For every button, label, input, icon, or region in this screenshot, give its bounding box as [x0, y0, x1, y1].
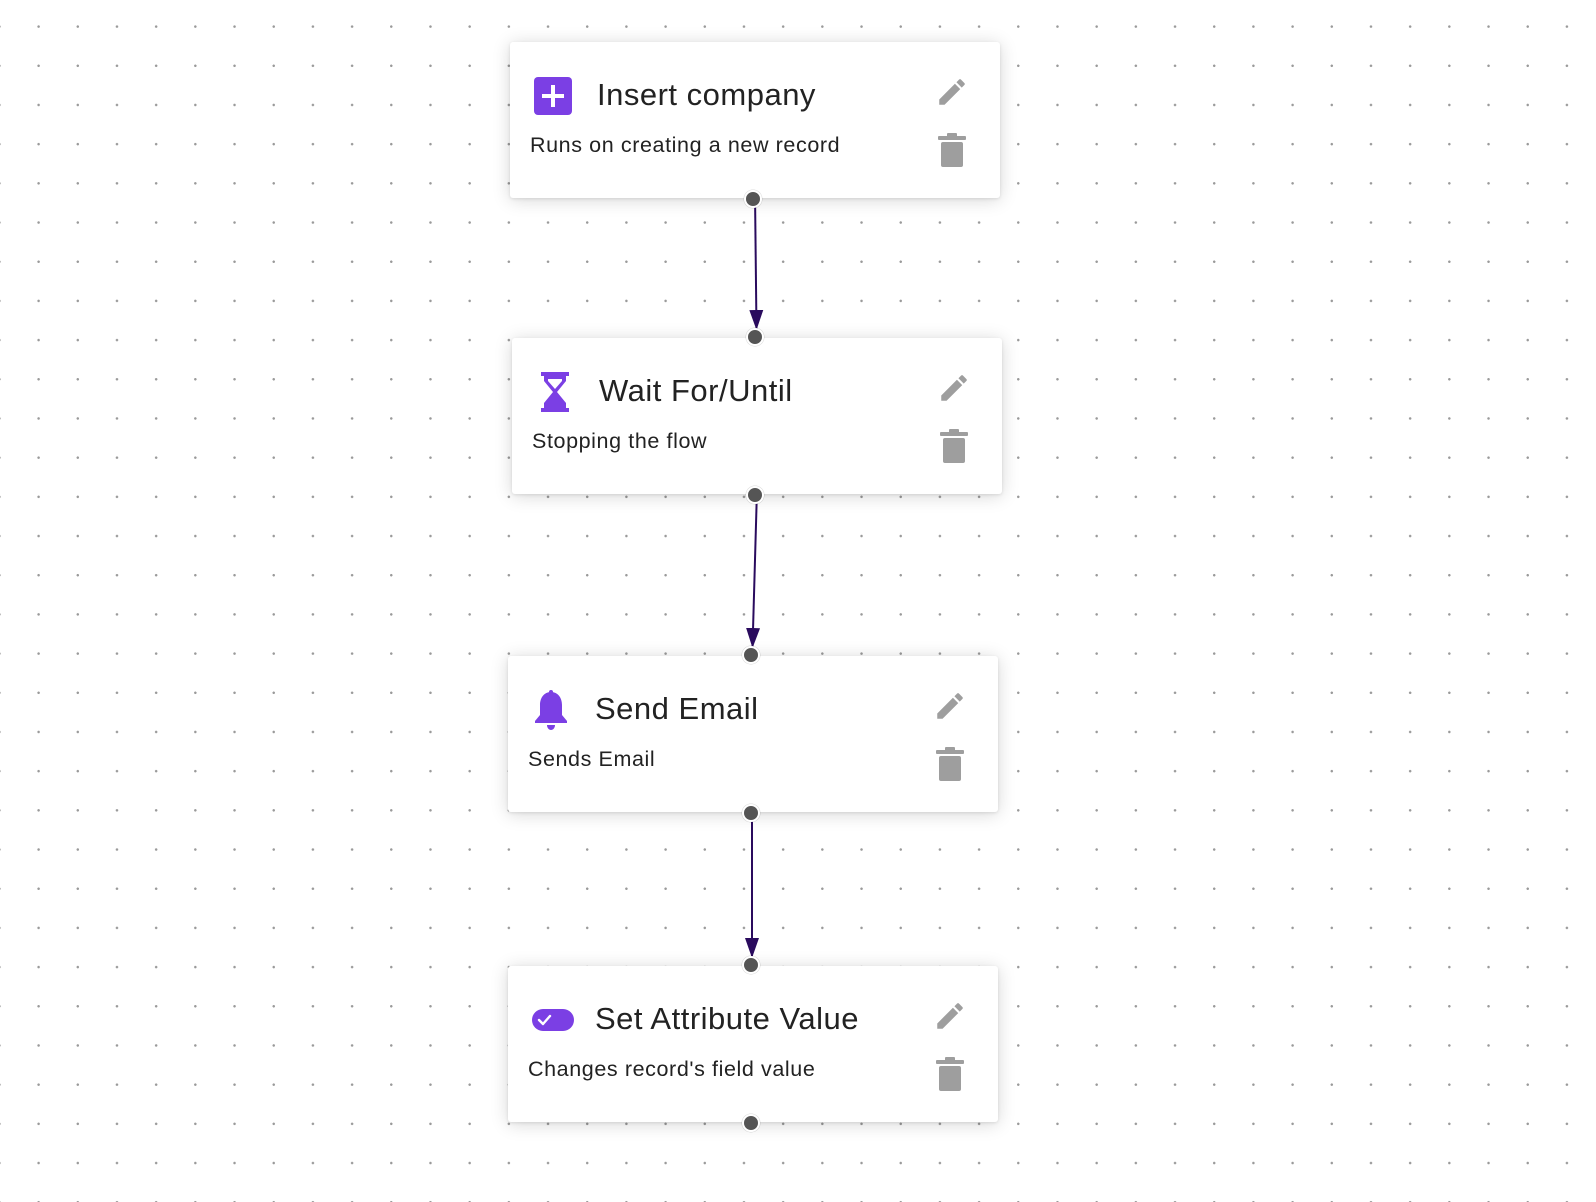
node-input-handle[interactable]: [742, 646, 760, 664]
node-description: Sends Email: [528, 747, 656, 771]
node-input-handle[interactable]: [742, 956, 760, 974]
delete-node-button[interactable]: [938, 428, 970, 464]
trash-icon: [938, 133, 966, 167]
node-output-handle[interactable]: [744, 190, 762, 208]
pencil-icon: [941, 375, 967, 401]
bell-icon: [532, 690, 570, 730]
edit-node-button[interactable]: [932, 688, 968, 724]
flow-node-send-email[interactable]: Send Email Sends Email: [508, 646, 998, 822]
plus-square-icon: [534, 77, 572, 115]
node-output-handle[interactable]: [742, 804, 760, 822]
edit-node-button[interactable]: [936, 370, 972, 406]
delete-node-button[interactable]: [934, 1056, 966, 1092]
flow-edge[interactable]: [746, 488, 761, 649]
trash-icon: [940, 429, 968, 463]
pencil-icon: [939, 79, 965, 105]
flow-node-wait-for-until[interactable]: Wait For/Until Stopping the flow: [512, 328, 1002, 504]
delete-node-button[interactable]: [936, 132, 968, 168]
flow-edge[interactable]: [749, 192, 764, 331]
edit-node-button[interactable]: [934, 74, 970, 110]
node-output-handle[interactable]: [746, 486, 764, 504]
node-output-handle[interactable]: [742, 1114, 760, 1132]
node-description: Changes record's field value: [528, 1057, 816, 1081]
edit-node-button[interactable]: [932, 998, 968, 1034]
node-description: Stopping the flow: [532, 429, 708, 453]
trash-icon: [936, 747, 964, 781]
pencil-icon: [937, 693, 963, 719]
toggle-check-icon: [532, 1001, 574, 1039]
node-input-handle[interactable]: [746, 328, 764, 346]
node-description: Runs on creating a new record: [530, 133, 841, 157]
node-title: Insert company: [597, 77, 816, 112]
delete-node-button[interactable]: [934, 746, 966, 782]
trash-icon: [936, 1057, 964, 1091]
node-title: Set Attribute Value: [595, 1001, 859, 1036]
hourglass-icon: [536, 372, 574, 412]
node-title: Wait For/Until: [599, 373, 793, 408]
pencil-icon: [937, 1003, 963, 1029]
node-title: Send Email: [595, 691, 759, 726]
flow-node-set-attribute-value[interactable]: Set Attribute Value Changes record's fie…: [508, 956, 998, 1132]
flow-node-insert-company[interactable]: Insert company Runs on creating a new re…: [510, 42, 1000, 208]
